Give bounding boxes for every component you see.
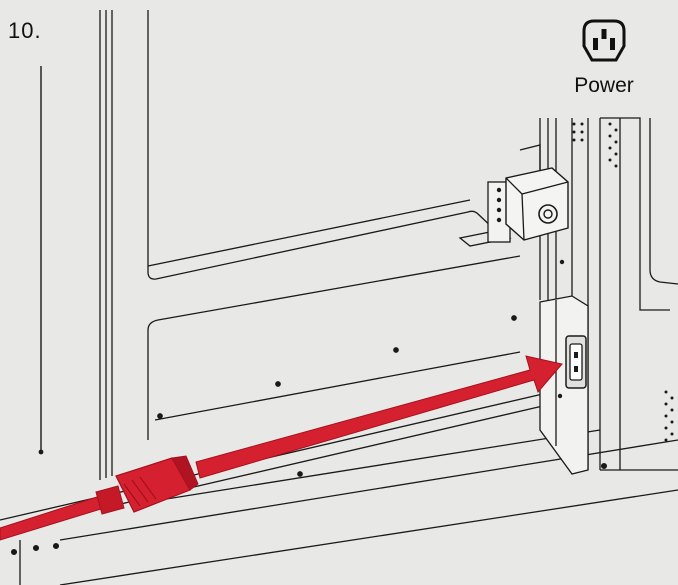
- frame-vertical-lines: [99, 10, 149, 480]
- power-inlet-plate: [539, 259, 589, 475]
- left-guide-line: [38, 66, 44, 455]
- right-housing: [539, 117, 678, 471]
- iec-power-inlet-icon: [582, 19, 626, 62]
- power-cable: [0, 455, 199, 541]
- power-indicator: Power: [556, 18, 652, 104]
- lock-bracket: [487, 167, 569, 243]
- insertion-arrow: [195, 355, 563, 479]
- step-number: 10.: [8, 18, 42, 43]
- power-label: Power: [574, 74, 634, 97]
- speaker-grille-top: [572, 122, 618, 168]
- speaker-grille-bottom: [664, 390, 674, 442]
- middle-panel: [147, 255, 521, 477]
